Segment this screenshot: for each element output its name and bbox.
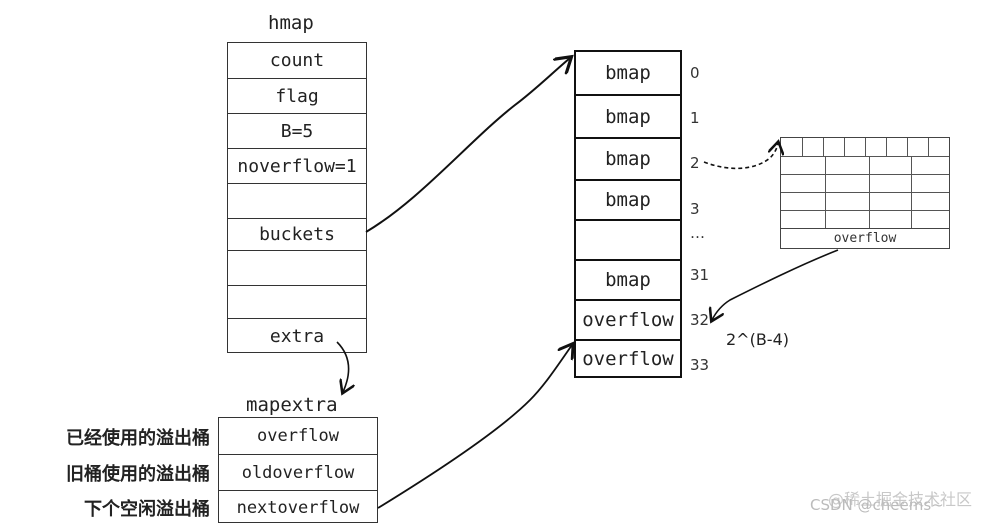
hmap-field-empty-1 — [228, 183, 366, 218]
bucket-index: 32 — [690, 311, 710, 329]
arrow-nextoverflow-to-overflow — [377, 345, 572, 509]
hmap-field-count: count — [269, 50, 325, 71]
mapextra-field-nextoverflow: nextoverflow — [219, 490, 377, 524]
grid-line — [802, 138, 803, 156]
mapextra-struct: overflow oldoverflow nextoverflow — [218, 417, 378, 523]
hmap-field-extra: extra — [228, 318, 366, 353]
bucket-cell-ellipsis — [576, 219, 680, 259]
mapextra-field-overflow: overflow — [257, 426, 339, 446]
grid-line — [865, 138, 866, 156]
mapextra-desc-overflow: 已经使用的溢出桶 — [66, 428, 210, 449]
mapextra-desc-oldoverflow: 旧桶使用的溢出桶 — [66, 464, 210, 485]
grid-line — [781, 192, 949, 193]
grid-line — [844, 138, 845, 156]
arrow-extra-to-mapextra — [336, 341, 349, 392]
mapextra-title: mapextra — [246, 394, 338, 416]
bucket-cell: bmap — [576, 137, 680, 179]
bucket-index: 31 — [690, 266, 710, 284]
bucket-cell: bmap — [576, 259, 680, 299]
hmap-title: hmap — [268, 12, 314, 34]
arrow-overflow-detail-to-bucket32 — [712, 249, 839, 320]
hmap-field-empty-3 — [228, 285, 366, 318]
mapextra-desc-nextoverflow: 下个空闲溢出桶 — [84, 499, 210, 520]
watermark-juejin: @稀土掘金技术社区 — [828, 490, 973, 509]
overflow-count-expression: 2^(B-4) — [726, 330, 789, 349]
bucket-index: 33 — [690, 356, 710, 374]
grid-line — [928, 138, 929, 156]
bucket-cell: bmap — [576, 179, 680, 219]
arrow-bucket2-to-overflow-detail — [703, 143, 778, 170]
grid-line — [886, 138, 887, 156]
grid-line — [781, 210, 949, 211]
hmap-struct: count flag B=5 noverflow=1 buckets extra — [227, 42, 367, 353]
bucket-index: 0 — [690, 64, 700, 82]
bucket-index-ellipsis: … — [690, 224, 705, 242]
overflow-bucket-label: overflow — [781, 228, 949, 248]
grid-line — [781, 174, 949, 175]
bucket-cell: bmap — [605, 62, 651, 84]
bucket-index: 3 — [690, 200, 700, 218]
overflow-bucket-cell: overflow — [576, 299, 680, 339]
hmap-field-noverflow: noverflow=1 — [228, 148, 366, 183]
watermark-csdn: CSDN @cheems~ — [810, 496, 944, 514]
grid-line — [907, 138, 908, 156]
buckets-array: bmap bmap bmap bmap bmap overflow overfl… — [574, 50, 682, 378]
hmap-field-b: B=5 — [228, 113, 366, 148]
arrow-buckets-to-array — [365, 58, 570, 233]
mapextra-field-oldoverflow: oldoverflow — [219, 454, 377, 490]
grid-line — [781, 156, 949, 157]
bucket-index: 2 — [690, 154, 700, 172]
overflow-bucket-cell: overflow — [576, 339, 680, 377]
grid-line — [823, 138, 824, 156]
overflow-bucket-detail: overflow — [780, 137, 950, 249]
hmap-field-empty-2 — [228, 250, 366, 285]
bucket-index: 1 — [690, 109, 700, 127]
bucket-cell: bmap — [576, 94, 680, 137]
hmap-field-flag: flag — [228, 78, 366, 113]
hmap-field-buckets: buckets — [228, 218, 366, 250]
